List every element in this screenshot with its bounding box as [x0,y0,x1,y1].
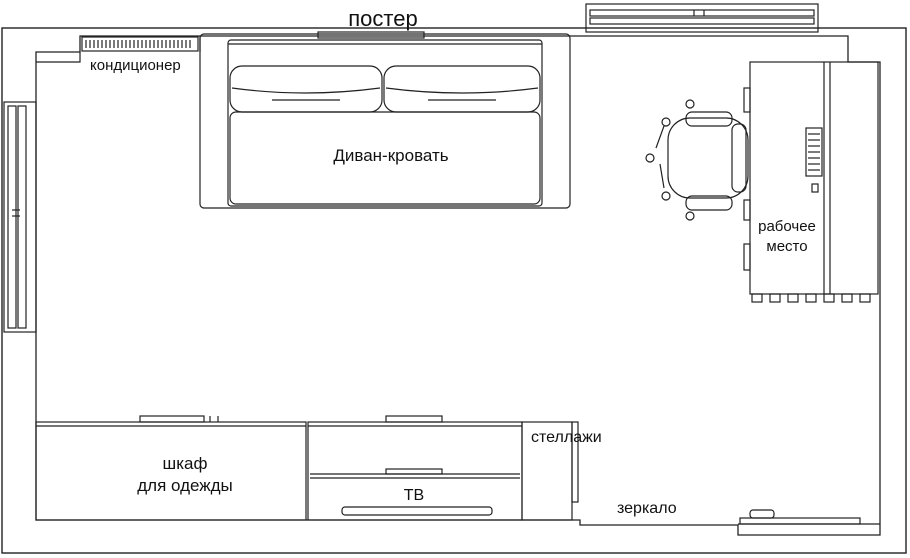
mirror-label: зеркало [617,500,677,517]
wardrobe-label-line1: шкаф [162,454,208,473]
sofa-bed [199,33,571,209]
tv-stand [307,415,523,521]
office-chair [645,99,749,221]
workspace-label-line1: рабочее [758,218,816,235]
air-conditioner [81,36,199,52]
mirror [738,509,880,525]
poster-label: постер [348,6,418,31]
poster-shape [317,31,425,39]
left-window [3,101,37,333]
workspace-desk [743,61,879,303]
tv-label: ТВ [403,487,425,504]
wardrobe-label-line2: для одежды [137,476,233,495]
workspace-label-line2: место [766,238,808,255]
wardrobe [35,415,307,521]
shelving [521,421,579,521]
sofa-bed-label: Диван-кровать [333,146,449,165]
shelving-label: стеллажи [531,429,602,446]
top-window [585,3,819,33]
air-conditioner-label: кондиционер [90,57,181,74]
